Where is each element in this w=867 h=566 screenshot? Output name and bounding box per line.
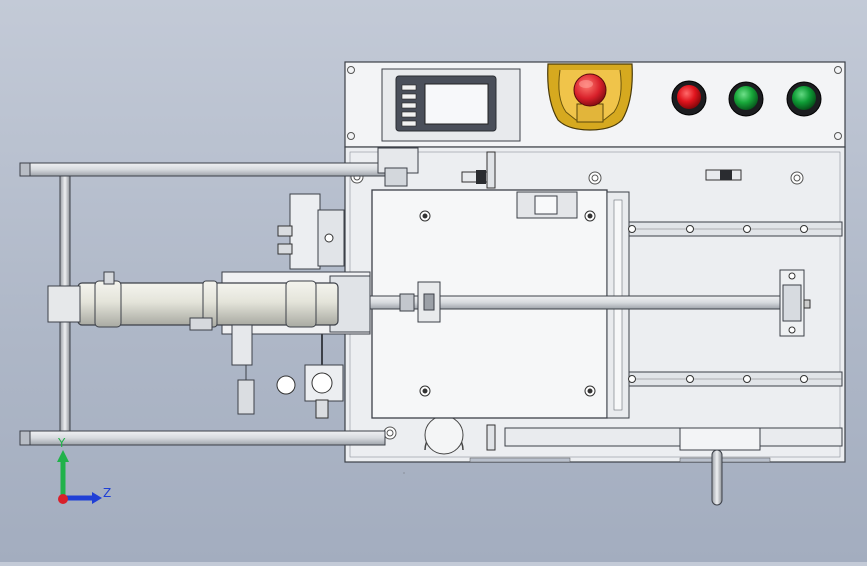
emergency-stop-button[interactable] <box>548 64 633 130</box>
hmi-touchscreen <box>382 69 520 141</box>
z-axis-label: Z <box>103 486 111 500</box>
control-panel <box>345 62 845 147</box>
cable-chain <box>505 428 842 505</box>
y-axis-label: Y <box>57 436 66 450</box>
red-lamp[interactable] <box>672 81 706 115</box>
coordinate-triad: Y Z <box>57 436 111 504</box>
green-lamp[interactable] <box>787 82 821 116</box>
green-lamp[interactable] <box>729 82 763 116</box>
